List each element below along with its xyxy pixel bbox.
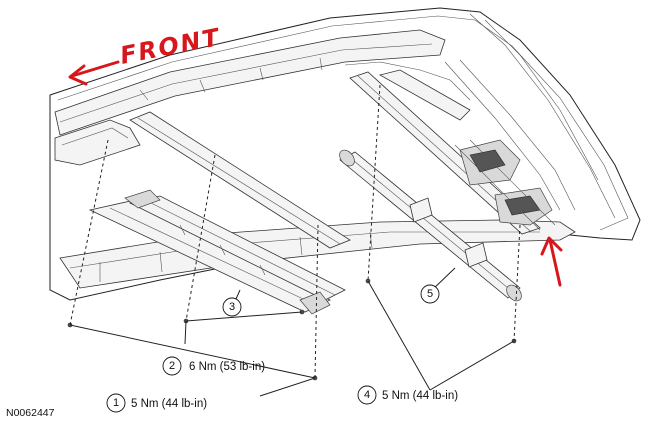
motor-arrow-shaft	[548, 238, 562, 287]
roof-panel	[49, 7, 641, 301]
callout-1: 1 5 Nm (44 lb-in)	[106, 393, 207, 413]
callout-4-number: 4	[364, 389, 370, 401]
callout-3-circle	[222, 297, 242, 317]
motor-assembly	[454, 139, 556, 231]
part-5-cylinder	[339, 149, 522, 302]
figure-id: N0062447	[6, 407, 55, 419]
fasteners	[67, 278, 517, 381]
front-arrow-shaft	[70, 60, 120, 78]
motor-indicator-arrow	[540, 236, 563, 287]
callout-5: 5	[420, 284, 440, 304]
motor-arrow-head	[540, 236, 563, 256]
callout-5-number: 5	[427, 288, 433, 300]
callout-1-number: 1	[113, 397, 119, 409]
callout-4: 4 5 Nm (44 lb-in)	[357, 385, 458, 405]
callout-5-circle	[420, 284, 440, 304]
callout-2-label: 6 Nm (53 lb-in)	[189, 361, 265, 373]
callout-2-circle	[162, 356, 182, 376]
guide-rails	[129, 61, 541, 249]
front-label: FRONT	[118, 23, 223, 70]
front-arrow-head	[68, 64, 88, 86]
callout-4-circle	[357, 385, 377, 405]
callout-2-number: 2	[169, 360, 175, 372]
callout-4-label: 5 Nm (44 lb-in)	[382, 390, 458, 402]
callout-1-label: 5 Nm (44 lb-in)	[131, 398, 207, 410]
callout-2: 2 6 Nm (53 lb-in)	[162, 356, 265, 376]
callout-3: 3	[222, 297, 242, 317]
callout-3-number: 3	[229, 301, 235, 313]
callout-1-circle	[106, 393, 126, 413]
part-3-rail-assembly	[88, 189, 346, 315]
